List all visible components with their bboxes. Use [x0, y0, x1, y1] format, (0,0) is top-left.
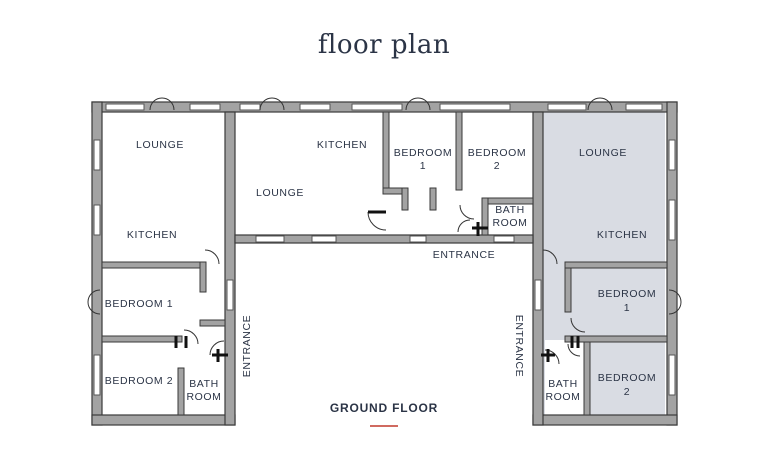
window [668, 354, 676, 396]
left-wing-bottom-wall [91, 414, 236, 426]
room-label: BEDROOM [598, 372, 656, 384]
window [226, 279, 234, 311]
room-label: BATH [548, 378, 578, 390]
window [439, 103, 511, 111]
window [255, 235, 285, 243]
door-swing [149, 97, 175, 111]
window [93, 204, 101, 236]
right-hall-partition [564, 267, 572, 313]
room-label: BATH [189, 378, 219, 390]
window [547, 103, 587, 111]
mid-bed1-left-partition [382, 111, 390, 191]
door-swing [587, 97, 613, 111]
room-label: BEDROOM [394, 147, 452, 159]
door-swing [87, 289, 101, 315]
room-label: LOUNGE [136, 139, 184, 151]
window [668, 139, 676, 171]
left-hall-partition [199, 261, 207, 293]
room-label: LOUNGE [256, 187, 304, 199]
door-swing [457, 219, 471, 233]
room-label: KITCHEN [317, 139, 367, 151]
window [105, 103, 145, 111]
left-wing-inner-wall [224, 111, 236, 426]
right-wing-bottom-wall [532, 414, 678, 426]
window [311, 235, 337, 243]
window [534, 279, 542, 311]
room-label: 2 [494, 160, 500, 172]
windows [93, 103, 676, 396]
middle-bottom-wall [234, 234, 534, 244]
room-label: 1 [420, 160, 426, 172]
door-swing [183, 329, 199, 345]
room-label: BEDROOM 2 [105, 375, 173, 387]
left-bedroom2-top-partition [101, 335, 183, 343]
mid-bed1-bottom-c [429, 187, 437, 211]
door-swing [542, 249, 558, 265]
interior-partitions [101, 111, 668, 416]
door-swing [367, 211, 387, 231]
door-swing [570, 317, 586, 333]
window [625, 103, 663, 111]
room-label: BEDROOM [598, 288, 656, 300]
left-bath-partition [177, 367, 185, 416]
right-wing-inner-wall [532, 111, 544, 426]
left-bedroom1-top-partition [101, 261, 203, 269]
window [239, 103, 261, 111]
door-swing [204, 249, 220, 265]
entrance-label: ENTRANCE [433, 249, 496, 261]
room-label: ROOM [186, 391, 221, 403]
mid-bath-left [481, 197, 489, 236]
window [668, 199, 676, 241]
door-swing [459, 204, 475, 220]
room-label: 2 [624, 386, 630, 398]
room-label: 1 [624, 302, 630, 314]
room-labels: LOUNGE KITCHEN BEDROOM 1 BEDROOM 2 BATH … [105, 139, 656, 403]
right-bath-partition [583, 341, 591, 416]
room-label: BEDROOM 1 [105, 298, 173, 310]
right-bed2-top [564, 335, 668, 343]
door-swing [259, 97, 285, 111]
door-swing [567, 343, 581, 357]
window [299, 103, 331, 111]
entrance-label: ENTRANCE [241, 315, 253, 378]
right-bed1-top [564, 261, 668, 269]
window [93, 354, 101, 396]
room-label: ROOM [545, 391, 580, 403]
door-swing [405, 97, 431, 111]
doors [87, 97, 682, 365]
room-label: BEDROOM [468, 147, 526, 159]
ground-floor-label: GROUND FLOOR [330, 401, 438, 415]
left-hall-partition-2 [199, 319, 226, 327]
window [493, 235, 515, 243]
window [189, 103, 221, 111]
room-label: LOUNGE [579, 147, 627, 159]
door-swing [209, 340, 225, 356]
plan-title: floor plan [317, 30, 451, 60]
room-label: BATH [495, 204, 525, 216]
door-swing [668, 289, 682, 315]
entrance-label: ENTRANCE [513, 315, 525, 378]
room-label: ROOM [492, 217, 527, 229]
mid-bed1-bottom-b [401, 187, 409, 211]
room-label: KITCHEN [597, 229, 647, 241]
mid-bed-divider [455, 111, 463, 191]
window [93, 139, 101, 171]
window [351, 103, 403, 111]
room-label: KITCHEN [127, 229, 177, 241]
window [409, 235, 427, 243]
